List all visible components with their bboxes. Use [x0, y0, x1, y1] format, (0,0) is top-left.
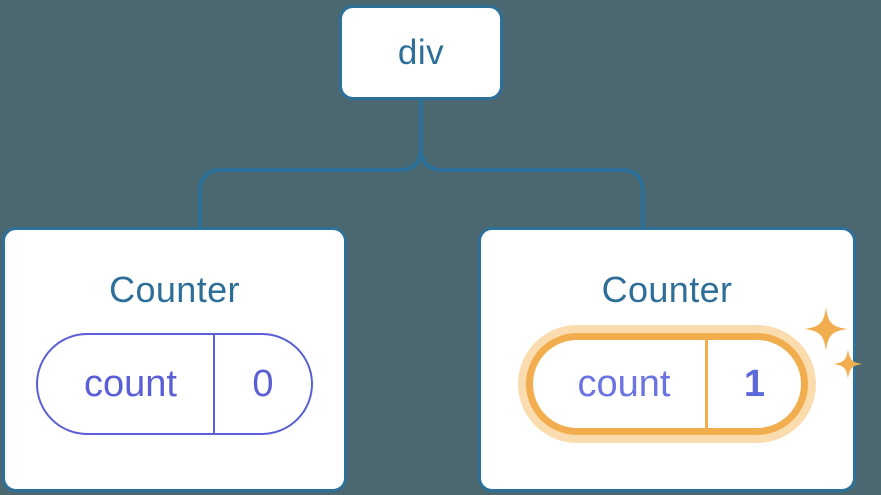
- state-pill-count-right[interactable]: count 1: [526, 333, 808, 435]
- state-key-label: count: [577, 362, 671, 405]
- state-row-right: count 1: [526, 307, 863, 435]
- state-key-label: count: [84, 362, 177, 405]
- state-pill-count-left[interactable]: count 0: [36, 333, 313, 435]
- node-counter-left-title: Counter: [109, 269, 240, 310]
- node-counter-right-title: Counter: [601, 269, 733, 310]
- node-counter-right[interactable]: Counter count 1: [478, 227, 863, 492]
- sparkle-large-icon: [804, 307, 848, 351]
- node-div-title: div: [397, 32, 445, 72]
- connector-trunk: [419, 100, 444, 172]
- state-row-left: count 0: [36, 333, 313, 435]
- connector-branch-left: [198, 147, 423, 227]
- state-value-label: 0: [213, 335, 311, 433]
- connector-branch-right: [443, 168, 645, 227]
- node-div[interactable]: div: [339, 5, 503, 100]
- state-value-label: 1: [705, 340, 801, 428]
- node-counter-left[interactable]: Counter count 0: [2, 227, 347, 492]
